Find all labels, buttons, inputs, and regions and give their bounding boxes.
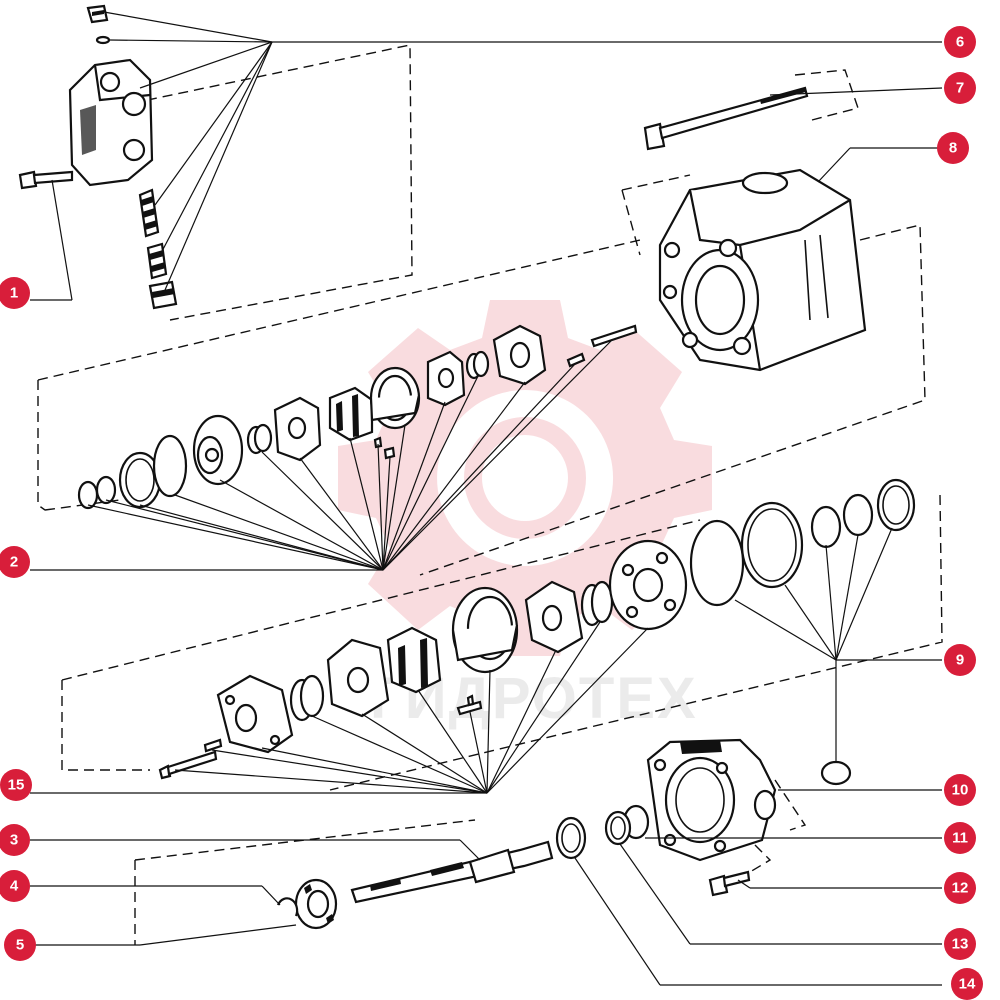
callout-8-label: 8 [949, 140, 957, 157]
callout-15: 15 [0, 769, 32, 801]
upper-cartridge-kit [77, 324, 638, 510]
callout-5-label: 5 [16, 937, 24, 954]
callout-6-label: 6 [956, 34, 964, 51]
callout-7-label: 7 [956, 80, 964, 97]
callout-10-label: 10 [952, 782, 969, 799]
callout-12-label: 12 [952, 880, 969, 897]
callout-12: 12 [944, 872, 976, 904]
cover-bolt [708, 870, 751, 897]
callout-3-label: 3 [10, 832, 18, 849]
callout-1-label: 1 [10, 285, 18, 302]
valve-body-assembly [18, 4, 178, 310]
callout-11-label: 11 [952, 830, 968, 847]
callout-13: 13 [944, 928, 976, 960]
callout-13-label: 13 [952, 936, 969, 953]
leader-lines [30, 11, 943, 986]
callout-4-label: 4 [10, 878, 19, 895]
o-rings-kit [689, 478, 916, 786]
tie-bolt [643, 86, 809, 151]
callout-7: 7 [944, 72, 976, 104]
callout-9-label: 9 [956, 652, 964, 669]
callout-11: 11 [944, 822, 976, 854]
callout-10: 10 [944, 774, 976, 806]
callout-14: 14 [951, 968, 983, 1000]
callout-1: 1 [0, 277, 30, 309]
dashed-assembly-outlines [37, 44, 943, 945]
callout-15-label: 15 [8, 777, 25, 794]
callout-6: 6 [944, 26, 976, 58]
callout-14-label: 14 [959, 976, 976, 993]
callout-3: 3 [0, 824, 30, 856]
callout-8: 8 [937, 132, 969, 164]
callout-9: 9 [944, 644, 976, 676]
callout-5: 5 [4, 929, 36, 961]
lower-cartridge-kit [158, 539, 688, 780]
pump-housing [658, 168, 867, 372]
callout-4: 4 [0, 870, 30, 902]
drive-shaft [276, 840, 554, 930]
callout-badges: 1 2 3 4 5 6 7 8 [0, 26, 983, 1000]
callout-2-label: 2 [10, 554, 18, 571]
front-cover [646, 738, 777, 862]
callout-2: 2 [0, 546, 30, 578]
shaft-seals [555, 804, 650, 860]
